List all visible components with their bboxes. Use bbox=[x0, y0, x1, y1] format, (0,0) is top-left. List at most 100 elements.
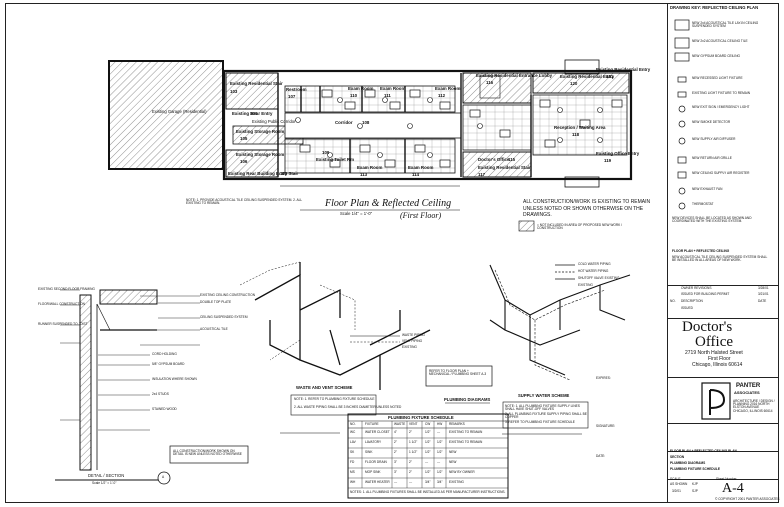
room-label: Exam Room bbox=[408, 165, 434, 170]
key-item: NEW 2x4 ACOUSTICAL TILE LAY-IN CEILING S… bbox=[692, 21, 759, 29]
schedule-cell: 3/4" bbox=[425, 480, 431, 484]
room-label: Doctor's Office bbox=[478, 157, 510, 162]
room-number: 106 bbox=[240, 159, 248, 164]
corridor bbox=[284, 112, 462, 139]
waste-title: WASTE AND VENT SCHEME bbox=[296, 385, 353, 390]
key-title: DRAWING KEY: REFLECTED CEILING PLAN bbox=[670, 5, 759, 10]
detail-callout: FLOOR/WALL CONSTRUCTION bbox=[38, 302, 85, 306]
schedule-cell: 3" bbox=[394, 460, 397, 464]
schedule-cell: WC bbox=[350, 430, 356, 434]
room-number: 101 bbox=[250, 111, 258, 116]
title-block bbox=[667, 3, 779, 503]
key-item: NEW 2x2 ACOUSTICAL CEILING TILE bbox=[692, 39, 748, 43]
room-label: Existing Rear Building Entry Stair bbox=[228, 171, 299, 176]
supply-note-box bbox=[502, 401, 589, 429]
supply-water-piping bbox=[489, 264, 631, 376]
sheet-date: 3/2/01 bbox=[672, 489, 681, 493]
divider bbox=[668, 318, 778, 319]
detail-callout: DOUBLE TOP PLATE bbox=[200, 300, 232, 304]
sheet-number-label: Sheet Number bbox=[716, 477, 737, 481]
sheet-title: PLUMBING FIXTURE SCHEDULE bbox=[670, 467, 720, 471]
waste-legend-item: WASTE PIPING bbox=[402, 333, 425, 337]
entry-stair bbox=[479, 75, 501, 99]
general-note: ALL CONSTRUCTION/WORK IS EXISTING TO REM… bbox=[523, 199, 651, 218]
room-label: Existing Residential Stair bbox=[478, 165, 531, 170]
room-number: 116 bbox=[486, 80, 494, 85]
schedule-cell: 1/2" bbox=[437, 450, 443, 454]
supply-note: NOTE: 1. ALL PLUMBING FIXTURE SUPPLY LIN… bbox=[505, 404, 580, 412]
firm-logo bbox=[701, 382, 731, 420]
divider bbox=[668, 377, 778, 378]
schedule-cell: WH bbox=[350, 480, 356, 484]
sheet-scale: AS SHOWN bbox=[670, 482, 688, 486]
entry-stair bbox=[564, 59, 600, 75]
room-label: Exam Room bbox=[380, 86, 406, 91]
schedule-cell: --- bbox=[425, 460, 429, 464]
room-label: Existing Toilet Rm bbox=[316, 157, 354, 162]
detail-callout: STAINED WOOD bbox=[152, 407, 177, 411]
revision-footer: ISSUED bbox=[681, 306, 693, 310]
schedule-header-cell: HW bbox=[437, 422, 443, 426]
schedule-cell: 1/2" bbox=[425, 430, 431, 434]
ceiling-note: NOTE: 1. PROVIDE ACOUSTICAL TILE CEILING… bbox=[186, 198, 303, 206]
project-address: 2719 North Halsted Street bbox=[685, 350, 743, 356]
key-footer: NEW DEVICES SHALL BE LOCATED AS SHOWN AN… bbox=[672, 216, 752, 224]
schedule-cell: 1/2" bbox=[425, 470, 431, 474]
plan-scale: Scale 1/4" = 1'-0" bbox=[340, 211, 373, 216]
existing-hatch-zone bbox=[532, 72, 630, 94]
sheet-title: SECTION bbox=[670, 455, 685, 459]
schedule-cell: 2" bbox=[409, 470, 412, 474]
schedule-cell: LAV bbox=[350, 440, 356, 444]
drawing-sheet bbox=[5, 3, 779, 503]
project-name: Office bbox=[695, 334, 734, 350]
room-number: 112 bbox=[438, 93, 446, 98]
schedule-cell: --- bbox=[437, 430, 441, 434]
revision-desc: OWNER REVISIONS bbox=[681, 286, 712, 290]
detail-callout: RUNNER SUSPENDED TO JOIST bbox=[38, 322, 88, 326]
room-number: 121 bbox=[606, 74, 614, 79]
divider bbox=[668, 423, 778, 424]
firm-info: ARCHITECTURE / DESIGN / PLANNING 2016 NO… bbox=[733, 399, 775, 413]
schedule-cell: 1 1/2" bbox=[409, 440, 418, 444]
room-number: 105 bbox=[240, 136, 248, 141]
room-number: 114 bbox=[412, 172, 420, 177]
project-name: Doctor's bbox=[682, 319, 733, 335]
detail-callout: CORD HOLDING bbox=[152, 352, 177, 356]
key-item: EXISTING LIGHT FIXTURE TO REMAIN bbox=[692, 91, 751, 95]
schedule-note: NOTES: 1. ALL PLUMBING FIXTURES SHALL BE… bbox=[350, 490, 506, 494]
schedule-cell: 1/2" bbox=[437, 440, 443, 444]
sheet-number: A-4 bbox=[722, 481, 744, 496]
detail-callout: EXISTING SECOND FLOOR FRAMING bbox=[38, 287, 95, 291]
room-label: Exam Room bbox=[348, 86, 374, 91]
firm-name: PANTER bbox=[736, 383, 761, 389]
room-label: Existing Rear Entry bbox=[232, 111, 273, 116]
room-number: 109 bbox=[322, 150, 330, 155]
plan-subtitle: (First Floor) bbox=[400, 211, 442, 220]
waste-legend-item: VENT PIPING bbox=[402, 339, 423, 343]
schedule-cell: WATER CLOSET bbox=[365, 430, 390, 434]
supply-title: SUPPLY WATER SCHEME bbox=[518, 393, 570, 398]
schedule-header-cell: FIXTURE bbox=[365, 422, 379, 426]
existing-hatch-zone bbox=[225, 72, 279, 110]
detail-callout: ACOUSTICAL TILE bbox=[200, 327, 228, 331]
room-number: 118 bbox=[572, 132, 580, 137]
supply-legend-item: EXISTING bbox=[578, 283, 593, 287]
room-number: 110 bbox=[350, 93, 358, 98]
key-item: NEW RECESSED LIGHT FIXTURE bbox=[692, 76, 743, 80]
schedule-cell: 3/4" bbox=[437, 480, 443, 484]
existing-hatch-zone bbox=[225, 149, 279, 178]
room-label: Restroom bbox=[286, 87, 307, 92]
note-box bbox=[169, 445, 249, 464]
room-label: Corridor bbox=[335, 120, 353, 125]
detail-scale: Scale 1/2" = 1'-0" bbox=[92, 481, 117, 485]
detail-note: ALL CONSTRUCTION/WORK SHOWN ON DETAIL IS… bbox=[173, 449, 242, 457]
room-label: Reception / Waiting Area bbox=[554, 125, 606, 130]
key-item: THERMOSTAT bbox=[692, 202, 714, 206]
schedule-cell: FD bbox=[350, 460, 355, 464]
garage-area bbox=[108, 60, 224, 170]
plumbing-title: PLUMBING DIAGRAMS bbox=[444, 397, 491, 402]
detail-callout: CEILING SUSPENDED SYSTEM bbox=[200, 315, 248, 319]
room-number: 103 bbox=[230, 89, 238, 94]
refer-box bbox=[425, 365, 493, 387]
schedule-cell: 2" bbox=[394, 450, 397, 454]
